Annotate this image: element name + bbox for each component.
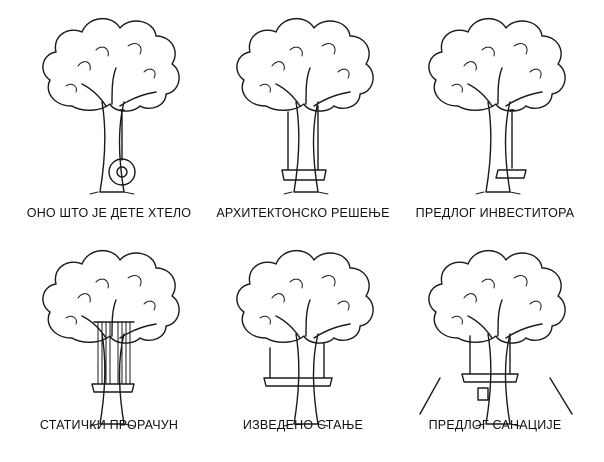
hanging-swing-illustration: [236, 249, 374, 427]
propped-swing-illustration: [419, 249, 573, 427]
panel-caption: ИЗВЕДЕНО СТАЊЕ: [242, 418, 364, 432]
panel-caption: ПРЕДЛОГ САНАЦИЈЕ: [428, 418, 562, 432]
panel-seat-swing: АРХИТЕКТОНСКО РЕШЕЊЕ: [208, 6, 398, 226]
seat-swing-illustration: [236, 17, 374, 195]
chain-swing-illustration: [42, 249, 180, 427]
single-rope-swing-illustration: [428, 17, 566, 195]
panel-propped-swing: ПРЕДЛОГ САНАЦИЈЕ: [400, 238, 590, 458]
tire-swing-illustration: [42, 17, 180, 195]
panel-single-rope-swing: ПРЕДЛОГ ИНВЕСТИТОРА: [400, 6, 590, 226]
panel-caption: СТАТИЧКИ ПРОРАЧУН: [39, 418, 179, 432]
panel-hanging-swing: ИЗВЕДЕНО СТАЊЕ: [208, 238, 398, 458]
panel-tire-swing: ОНО ШТО ЈЕ ДЕТЕ ХТЕЛО: [14, 6, 204, 226]
panel-caption: ОНО ШТО ЈЕ ДЕТЕ ХТЕЛО: [26, 206, 192, 220]
panel-chain-swing: СТАТИЧКИ ПРОРАЧУН: [14, 238, 204, 458]
panel-caption: ПРЕДЛОГ ИНВЕСТИТОРА: [415, 206, 575, 220]
panel-caption: АРХИТЕКТОНСКО РЕШЕЊЕ: [216, 206, 390, 220]
